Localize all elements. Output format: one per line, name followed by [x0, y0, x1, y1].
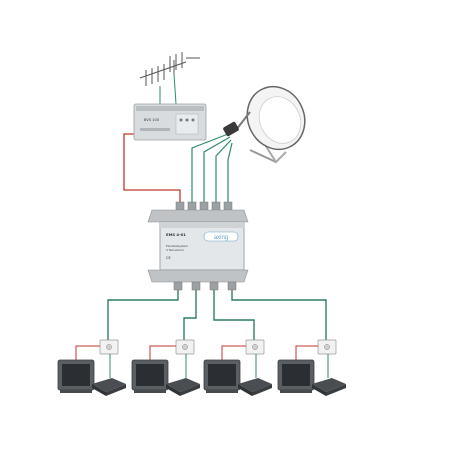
multiswitch-line2: 4 Teilnehmer — [166, 248, 185, 252]
tv-icon — [131, 359, 169, 393]
satellite-dish-icon — [223, 85, 306, 164]
room-1 — [57, 359, 126, 396]
amplifier-model-label: BVS 100 — [144, 118, 160, 122]
tv-icon — [203, 359, 241, 393]
tv-icon — [277, 359, 315, 393]
receiver-icon — [312, 378, 346, 396]
terrestrial-antenna-icon — [139, 52, 200, 86]
multiswitch-device: axing EMS 4-01 Einkabelsystem 4 Teilnehm… — [147, 201, 249, 291]
multiswitch-line1: Einkabelsystem — [166, 244, 188, 248]
wall-outlet-4 — [317, 339, 337, 355]
wall-outlet-3 — [245, 339, 265, 355]
terrestrial-cable — [123, 133, 181, 206]
multiswitch-model-label: EMS 4-01 — [166, 232, 186, 237]
amplifier-device: BVS 100 — [133, 103, 207, 141]
room-cables — [75, 345, 329, 378]
room-4 — [277, 359, 346, 396]
wall-outlet-1 — [99, 339, 119, 355]
multiswitch-brand: axing — [214, 235, 228, 241]
lnb-icon — [223, 121, 239, 137]
receiver-icon — [238, 378, 272, 396]
room-2 — [131, 359, 200, 396]
lnb-cables — [191, 133, 233, 206]
antenna-lead-cable — [159, 73, 177, 105]
receiver-icon — [166, 378, 200, 396]
room-3 — [203, 359, 272, 396]
tv-icon — [57, 359, 95, 393]
output-cables — [107, 290, 327, 340]
multiswitch-ce-mark: CE — [166, 256, 172, 260]
receiver-icon — [92, 378, 126, 396]
wall-outlet-2 — [175, 339, 195, 355]
